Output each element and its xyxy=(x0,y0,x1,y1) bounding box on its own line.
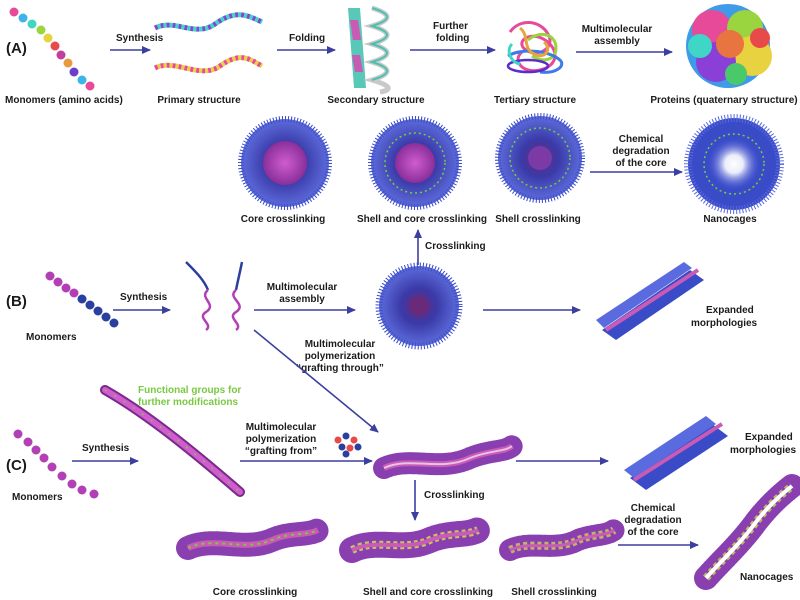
nanocage-tube-c xyxy=(694,474,800,590)
label-crosslinking-b: Crosslinking xyxy=(425,241,486,252)
label-folding: Folding xyxy=(289,33,325,44)
micelle-core-crosslinked xyxy=(238,116,332,210)
label-monomers-b: Monomers xyxy=(26,332,77,343)
label-chemical-b-3: of the core xyxy=(615,158,667,169)
label-synthesis-a: Synthesis xyxy=(116,33,164,44)
monomers-c xyxy=(13,429,99,499)
panel-label-a: (A) xyxy=(6,40,27,57)
monomers-b xyxy=(45,271,119,328)
amino-acid-monomers xyxy=(9,7,95,91)
label-polymerization-c-1: Multimolecular xyxy=(246,422,317,433)
label-polymerization-c-3: “grafting from” xyxy=(245,446,317,457)
label-tertiary-structure: Tertiary structure xyxy=(494,95,577,106)
label-proteins: Proteins (quaternary structure) xyxy=(650,95,797,106)
micelle-shell-core-crosslinked xyxy=(368,116,462,210)
label-chemical-b-1: Chemical xyxy=(619,134,664,145)
star-micelle-b xyxy=(375,262,463,350)
label-multimolecular-a-1: Multimolecular xyxy=(582,24,653,35)
label-secondary-structure: Secondary structure xyxy=(327,95,425,106)
label-polymerization-c-2: polymerization xyxy=(246,434,317,445)
brush-core-crosslinked xyxy=(176,518,330,560)
label-multimolecular-a-2: assembly xyxy=(594,36,640,47)
label-expanded-b-1: Expanded xyxy=(706,305,754,316)
label-nanocages-c: Nanocages xyxy=(740,572,794,583)
label-crosslinking-c: Crosslinking xyxy=(424,490,485,501)
monomer-cluster xyxy=(334,432,362,458)
brush-shell-core-crosslinked xyxy=(339,517,491,563)
label-expanded-c-2: morphologies xyxy=(730,445,797,456)
label-multimolecular-b-2: assembly xyxy=(279,294,325,305)
label-chemical-b-2: degradation xyxy=(612,146,669,157)
bottlebrush-b xyxy=(596,262,704,340)
secondary-structure-sheet-helix xyxy=(348,5,391,95)
tertiary-structure xyxy=(506,21,564,74)
label-multimolecular-b-1: Multimolecular xyxy=(267,282,338,293)
label-core-crosslinking-b: Core crosslinking xyxy=(241,214,325,225)
panel-label-c: (C) xyxy=(6,457,27,474)
label-synthesis-c: Synthesis xyxy=(82,443,130,454)
label-polymerization-b-1: Multimolecular xyxy=(305,339,376,350)
label-polymerization-b-2: polymerization xyxy=(305,351,376,362)
arrow-grafting-through xyxy=(253,329,379,433)
quaternary-protein xyxy=(686,4,772,88)
nanocage-b xyxy=(684,114,784,214)
label-further-1: Further xyxy=(433,21,468,32)
label-further-2: folding xyxy=(436,33,469,44)
bottlebrush-c xyxy=(373,435,523,479)
macroinitiator-chain xyxy=(100,385,245,497)
label-shell-core-crosslinking-b: Shell and core crosslinking xyxy=(357,214,487,225)
label-monomers-c: Monomers xyxy=(12,492,63,503)
bottlebrush-expanded-c xyxy=(624,416,728,490)
label-primary-structure: Primary structure xyxy=(157,95,241,106)
block-copolymers xyxy=(185,261,244,331)
label-chemical-c-2: degradation xyxy=(624,515,681,526)
label-monomers-amino-acids: Monomers (amino acids) xyxy=(5,95,123,106)
label-expanded-b-2: morphologies xyxy=(691,318,758,329)
label-functional-1: Functional groups for xyxy=(138,385,241,396)
primary-structure-chains xyxy=(153,12,264,74)
brush-shell-crosslinked xyxy=(499,519,625,561)
label-chemical-c-1: Chemical xyxy=(631,503,676,514)
label-synthesis-b: Synthesis xyxy=(120,292,168,303)
label-chemical-c-3: of the core xyxy=(627,527,679,538)
panel-label-b: (B) xyxy=(6,293,27,310)
label-shell-crosslinking-b: Shell crosslinking xyxy=(495,214,581,225)
label-core-crosslinking-c: Core crosslinking xyxy=(213,587,297,598)
label-shell-crosslinking-c: Shell crosslinking xyxy=(511,587,597,598)
label-nanocages-b: Nanocages xyxy=(703,214,757,225)
label-polymerization-b-3: “grafting through” xyxy=(296,363,384,374)
label-expanded-c-1: Expanded xyxy=(745,432,793,443)
label-shell-core-crosslinking-c: Shell and core crosslinking xyxy=(363,587,493,598)
label-functional-2: further modifications xyxy=(138,397,238,408)
micelle-shell-crosslinked xyxy=(495,113,585,203)
